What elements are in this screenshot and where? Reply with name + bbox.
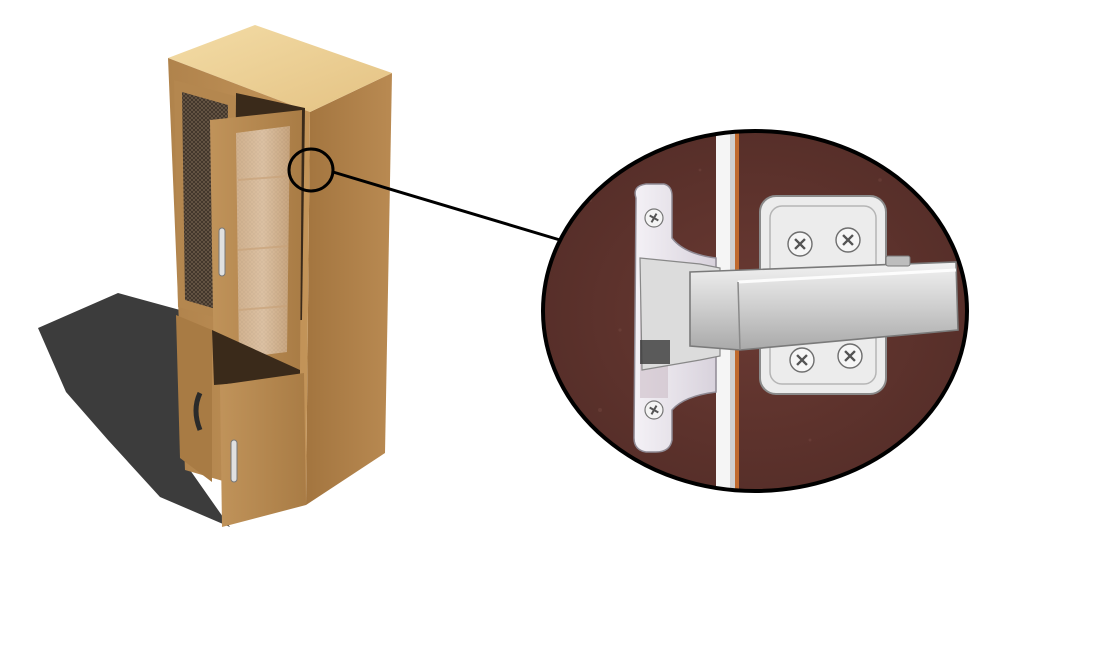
lower-right-door-handle [230,439,238,483]
callout-leader-line [332,170,561,242]
phillips-screw-icon [644,208,664,228]
hinge-arm [689,261,959,351]
lower-right-door [220,373,306,527]
lower-left-door [176,315,212,482]
phillips-screw-icon [835,227,861,253]
lower-left-door-handle [193,391,203,431]
cabinet-top [168,25,392,112]
shelf-lines [237,175,290,311]
phillips-screw-icon [789,347,815,373]
lower-interior [212,330,300,385]
upper-right-door-glass-mesh [236,126,290,358]
hinge-detail-lens-border [541,129,969,493]
phillips-screw-icon [837,343,863,369]
cabinet [38,25,392,527]
phillips-screw-icon [787,231,813,257]
upper-right-door-handle [218,227,226,277]
hinge-detail-lens [541,129,969,493]
cabinet-side-panel [306,73,392,505]
phillips-screw-icon [644,400,664,420]
hinge-callout-marker [287,147,335,193]
